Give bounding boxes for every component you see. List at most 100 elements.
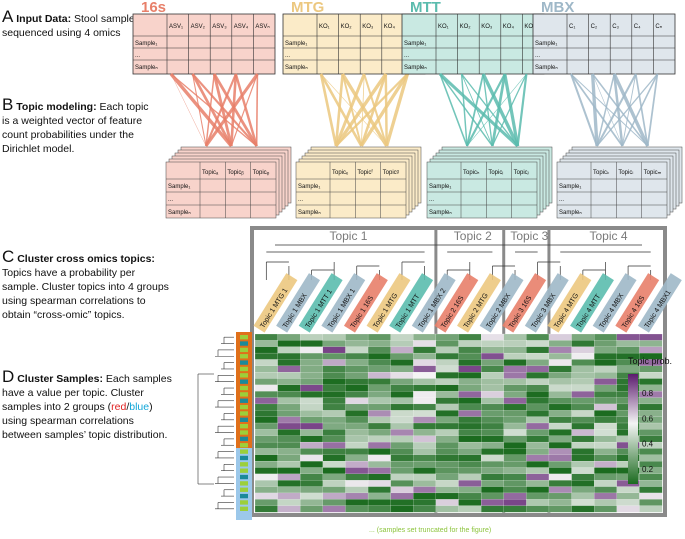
heatmap-cell xyxy=(481,333,505,341)
heatmap-cell xyxy=(367,492,392,500)
sample-row-label: Sample₁ xyxy=(285,41,307,47)
heatmap-cell xyxy=(458,461,482,468)
feature-topic-edge xyxy=(621,73,637,147)
heatmap-cell xyxy=(345,473,369,481)
heatmap-cell xyxy=(413,403,437,411)
heatmap-cell xyxy=(458,346,482,354)
footnote: ... (samples set truncated for the figur… xyxy=(369,527,492,534)
feature-topic-edge xyxy=(590,73,599,147)
heatmap-cell xyxy=(458,499,482,507)
topic-group-label: Topic 4 xyxy=(589,229,627,243)
heatmap-cell xyxy=(548,473,572,481)
heatmap-cell xyxy=(435,340,459,348)
topic-header: Topicₐ xyxy=(202,170,219,176)
heatmap-cell xyxy=(254,505,279,513)
heatmap-cell xyxy=(594,416,618,424)
feature-topic-edge xyxy=(191,73,258,147)
sample-row-label: Sample₁ xyxy=(404,41,426,47)
heatmap-cell xyxy=(254,473,279,481)
heatmap-cell xyxy=(616,340,640,348)
heatmap-cell xyxy=(639,422,663,430)
heatmap-cell xyxy=(435,422,459,430)
heatmap-cell xyxy=(322,346,346,354)
heatmap-cell xyxy=(367,448,392,456)
heatmap-cell xyxy=(481,467,505,475)
heatmap-cell xyxy=(571,378,595,386)
cube-sample-label: Sample₁ xyxy=(168,184,190,190)
heatmap-cell xyxy=(435,454,459,462)
feature-header: KOₙ xyxy=(524,24,536,30)
heatmap-cell xyxy=(322,403,346,411)
heatmap-cell xyxy=(571,416,595,424)
heatmap-cell xyxy=(300,422,324,430)
sample-omic-swatch xyxy=(240,436,248,442)
heatmap-cell xyxy=(481,397,505,405)
heatmap-cell xyxy=(367,391,392,398)
heatmap-cell xyxy=(548,505,572,513)
topic-label-tag xyxy=(457,273,501,333)
heatmap-cell xyxy=(435,499,459,507)
input-table-0 xyxy=(132,13,276,75)
heatmap-cell xyxy=(503,397,527,405)
heatmap-cell xyxy=(254,333,279,341)
legend-tick-label: 0.2 xyxy=(642,465,654,474)
heatmap-cell xyxy=(300,499,324,507)
heatmap-cell xyxy=(390,454,414,462)
heatmap-cell xyxy=(300,473,324,481)
heatmap-cell xyxy=(616,505,640,513)
heatmap-cell xyxy=(571,346,595,354)
section-d-text: D Cluster Samples: Each samples have a v… xyxy=(2,368,172,442)
heatmap-cell xyxy=(322,416,346,424)
feature-topic-edge xyxy=(170,73,207,147)
heatmap-cell xyxy=(413,448,437,456)
heatmap-cell xyxy=(435,429,459,437)
topic-label-tag xyxy=(411,273,456,333)
feature-header: KO₃ xyxy=(362,24,374,30)
sample-omic-swatch xyxy=(240,360,248,365)
feature-header: KO₂ xyxy=(460,24,472,30)
omic-title-mtg: MTG xyxy=(291,0,324,16)
heatmap-cell xyxy=(413,365,437,373)
heatmap-cell xyxy=(277,397,301,405)
heatmap-cell xyxy=(458,492,482,500)
heatmap-cell xyxy=(390,372,414,379)
heatmap-cell xyxy=(526,346,550,354)
heatmap-cell xyxy=(300,429,324,437)
heatmap-cell xyxy=(639,454,663,462)
heatmap-cell xyxy=(300,480,324,487)
heatmap-cell xyxy=(435,416,459,424)
heatmap-cell xyxy=(458,441,482,449)
heatmap-cell xyxy=(526,486,550,494)
section-a-line: Stool samples xyxy=(71,13,140,25)
heatmap-cell xyxy=(300,359,324,367)
topic-label-tag xyxy=(343,273,388,333)
heatmap-cell xyxy=(548,340,572,348)
feature-header: C₃ xyxy=(612,24,619,30)
heatmap-cell xyxy=(594,429,618,437)
heatmap-cell xyxy=(254,486,279,494)
heatmap-cell xyxy=(390,473,414,481)
heatmap-cell xyxy=(481,448,505,456)
heatmap-cell xyxy=(435,391,459,398)
heatmap-cell xyxy=(616,492,640,500)
heatmap-cell xyxy=(413,416,437,424)
topic-label-tag xyxy=(434,273,479,333)
heatmap-cell xyxy=(571,467,595,475)
heatmap-cell xyxy=(481,365,505,373)
cube-sample-label: Sampleₙ xyxy=(559,210,582,216)
heatmap-cell xyxy=(526,352,550,360)
heatmap-cell xyxy=(345,499,369,507)
heatmap-cell xyxy=(322,352,346,360)
heatmap-cell xyxy=(322,461,346,468)
heatmap-cell xyxy=(594,486,618,494)
heatmap-cell xyxy=(435,448,459,456)
heatmap-cell xyxy=(300,365,324,373)
blue-group-label: blue xyxy=(129,401,150,413)
feature-topic-edge xyxy=(319,73,363,147)
heatmap-cell xyxy=(435,384,459,392)
heatmap-cell xyxy=(435,492,459,500)
heatmap-cell xyxy=(254,365,279,373)
heatmap-cell xyxy=(254,429,279,437)
sample-row-label: Sample₁ xyxy=(535,41,557,47)
heatmap-cell xyxy=(435,403,459,411)
